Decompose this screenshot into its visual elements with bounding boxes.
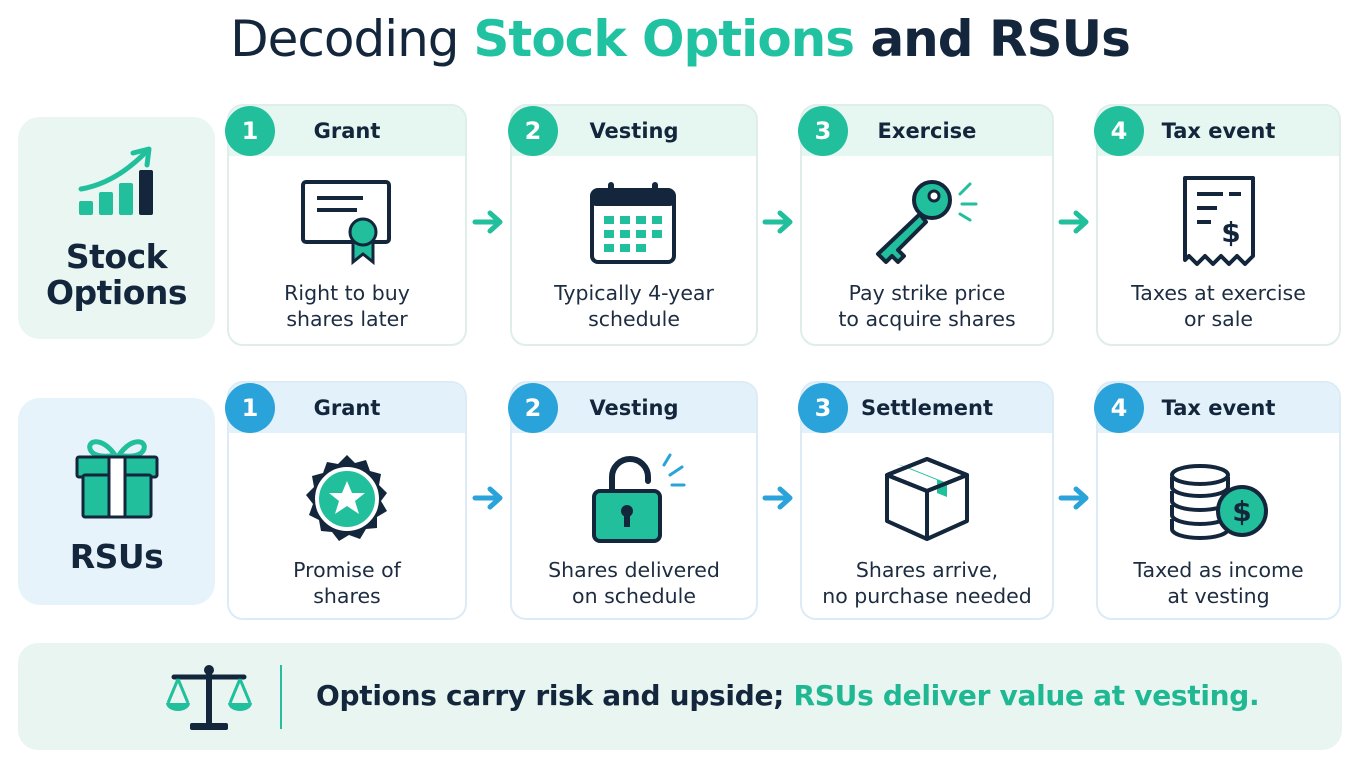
step-number-badge: 3 <box>798 383 848 433</box>
row-label-text: RSUs <box>69 536 164 576</box>
receipt-icon: $ <box>1098 172 1339 272</box>
arrow-right-icon <box>472 210 503 234</box>
unlocked-padlock-icon <box>512 449 756 549</box>
gift-icon <box>71 429 163 525</box>
takeaway-part-1: Options carry risk and upside; <box>316 679 794 712</box>
step-number-badge: 2 <box>508 106 558 156</box>
row-label-text: Stock Options <box>45 237 188 312</box>
step-number-badge: 3 <box>798 106 848 156</box>
step-number-badge: 4 <box>1094 106 1144 156</box>
star-seal-icon <box>229 449 465 549</box>
title-part-3: and RSUs <box>854 10 1130 68</box>
step-card-rsu-settlement: Settlement 3 Shares arrive,no purchase n… <box>798 381 1054 620</box>
takeaway-part-2: RSUs deliver value at vesting. <box>793 679 1260 712</box>
box-icon <box>802 449 1052 549</box>
row-label-stock-options: Stock Options <box>18 117 215 339</box>
arrow-right-icon <box>472 486 503 510</box>
takeaway-message: Options carry risk and upside; RSUs deli… <box>316 679 1260 712</box>
certificate-icon <box>229 172 465 272</box>
row-label-rsus: RSUs <box>18 398 215 605</box>
takeaway-banner: Options carry risk and upside; RSUs deli… <box>18 643 1342 750</box>
svg-text:$: $ <box>1232 495 1251 528</box>
calendar-icon <box>512 172 756 272</box>
arrow-right-icon <box>1058 486 1089 510</box>
svg-text:$: $ <box>1221 216 1240 249</box>
title-part-1: Decoding <box>230 10 474 68</box>
step-number-badge: 1 <box>225 383 275 433</box>
coins-icon: $ <box>1098 449 1339 549</box>
step-description: Shares arrive,no purchase needed <box>822 558 1032 608</box>
step-number-badge: 1 <box>225 106 275 156</box>
title-part-2: Stock Options <box>473 10 855 68</box>
arrow-right-icon <box>762 486 793 510</box>
page-title: Decoding Stock Options and RSUs <box>0 10 1360 68</box>
takeaway-divider <box>280 665 282 729</box>
arrow-right-icon <box>1058 210 1089 234</box>
key-icon <box>802 172 1052 272</box>
step-number-badge: 2 <box>508 383 558 433</box>
step-number-badge: 4 <box>1094 383 1144 433</box>
balance-scale-icon <box>164 661 254 737</box>
arrow-right-icon <box>762 210 793 234</box>
growth-chart-icon <box>75 145 159 225</box>
